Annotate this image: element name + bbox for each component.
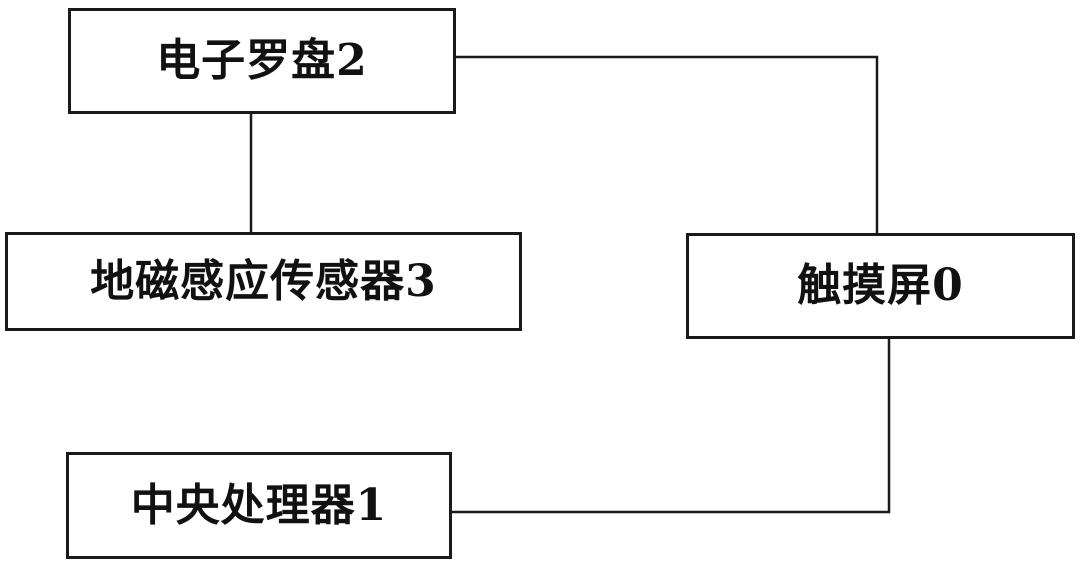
geomagnetic-sensor-label: 地磁感应传感器3 [90,260,437,304]
edge-touch-screen-to-cpu [452,339,889,512]
edge-compass-to-touch-screen [456,57,877,233]
touch-screen-label: 触摸屏0 [797,264,964,308]
geomagnetic-sensor-node: 地磁感应传感器3 [5,232,522,331]
touch-screen-node: 触摸屏0 [686,233,1075,339]
compass-label: 电子罗盘2 [156,39,368,83]
compass-node: 电子罗盘2 [68,8,456,114]
cpu-node: 中央处理器1 [66,452,452,559]
cpu-label: 中央处理器1 [131,484,388,528]
